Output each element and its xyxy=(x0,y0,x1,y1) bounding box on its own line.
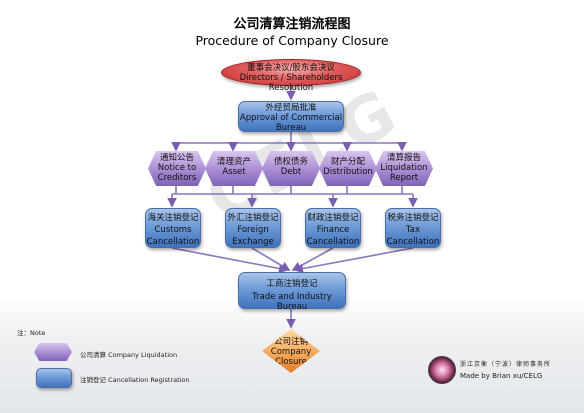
firm-name: 浙江京衡（宁波）律师事务所 xyxy=(460,361,552,368)
legend-cancellation-swatch xyxy=(36,368,72,388)
title-chinese: 公司清算注销流程图 xyxy=(233,17,351,32)
notice-to-creditors-node: 通知公告 Notice to Creditors xyxy=(148,151,206,186)
legend-title: 注：Note xyxy=(17,329,46,337)
legend-cancellation-label: 注销登记 Cancellation Registration xyxy=(80,376,190,384)
legend-liquidation-label: 公司清算 Company Liquidation xyxy=(80,351,178,359)
customs-cancellation-node: 海关注销登记 Customs Cancellation xyxy=(145,208,201,248)
author-credit: Made by Brian xu/CELG xyxy=(460,372,543,380)
title-english: Procedure of Company Closure xyxy=(195,33,389,48)
legend-liquidation-swatch xyxy=(34,343,72,361)
debt-node: 债权债务 Debt xyxy=(262,151,320,186)
liquidation-report-node: 清算报告 Liquidation Report xyxy=(375,151,433,186)
firm-logo-icon xyxy=(428,356,456,384)
finance-cancellation-node: 财政注销登记 Finance Cancellation xyxy=(305,208,361,248)
asset-node: 清理资产 Asset xyxy=(205,151,263,186)
foreign-exchange-node: 外汇注销登记 Foreign Exchange xyxy=(225,208,281,248)
distribution-node: 财产分配 Distribution xyxy=(319,151,377,186)
approval-commercial-bureau-node: 外经贸局批准 Approval of Commercial Bureau xyxy=(238,101,344,133)
directors-resolution-node: 董事会决议/股东会决议 Directors / Shareholders Res… xyxy=(221,59,361,93)
trade-industry-bureau-node: 工商注销登记 Trade and Industry Bureau xyxy=(238,272,346,312)
tax-cancellation-node: 税务注销登记 Tax Cancellation xyxy=(385,208,441,248)
